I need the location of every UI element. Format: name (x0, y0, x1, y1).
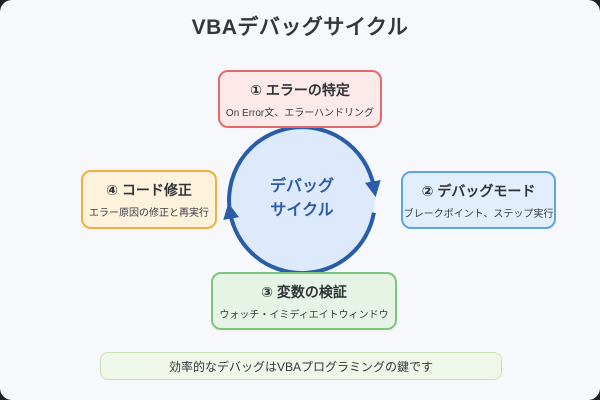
step-title: ① エラーの特定 (250, 81, 350, 98)
step-title: ② デバッグモード (421, 182, 536, 199)
step-subtitle: ウォッチ・イミディエイトウィンドウ (219, 309, 389, 321)
step-title: ④ コード修正 (106, 182, 192, 198)
footer-note: 効率的なデバッグはVBAプログラミングの鍵です (100, 352, 502, 380)
step-box-debug-mode: ② デバッグモード ブレークポイント、ステップ実行 (401, 171, 556, 229)
step-box-variable-verification: ③ 変数の検証 ウォッチ・イミディエイトウィンドウ (211, 272, 397, 330)
step-subtitle: ブレークポイント、ステップ実行 (403, 208, 554, 220)
cycle-center-label: デバッグ サイクル (242, 175, 362, 223)
page-title: VBAデバッグサイクル (191, 16, 409, 39)
step-subtitle: エラー原因の修正と再実行 (89, 208, 209, 219)
step-box-code-fix: ④ コード修正 エラー原因の修正と再実行 (81, 170, 217, 229)
cycle-label-line2: サイクル (270, 202, 334, 219)
cycle-circle (229, 127, 375, 273)
cycle-label-line1: デバッグ (269, 178, 334, 195)
step-subtitle: On Error文、エラーハンドリング (225, 107, 375, 119)
cycle-arc-top (227, 125, 381, 226)
step-box-error-identification: ① エラーの特定 On Error文、エラーハンドリング (218, 70, 382, 128)
step-title: ③ 変数の検証 (261, 283, 347, 300)
